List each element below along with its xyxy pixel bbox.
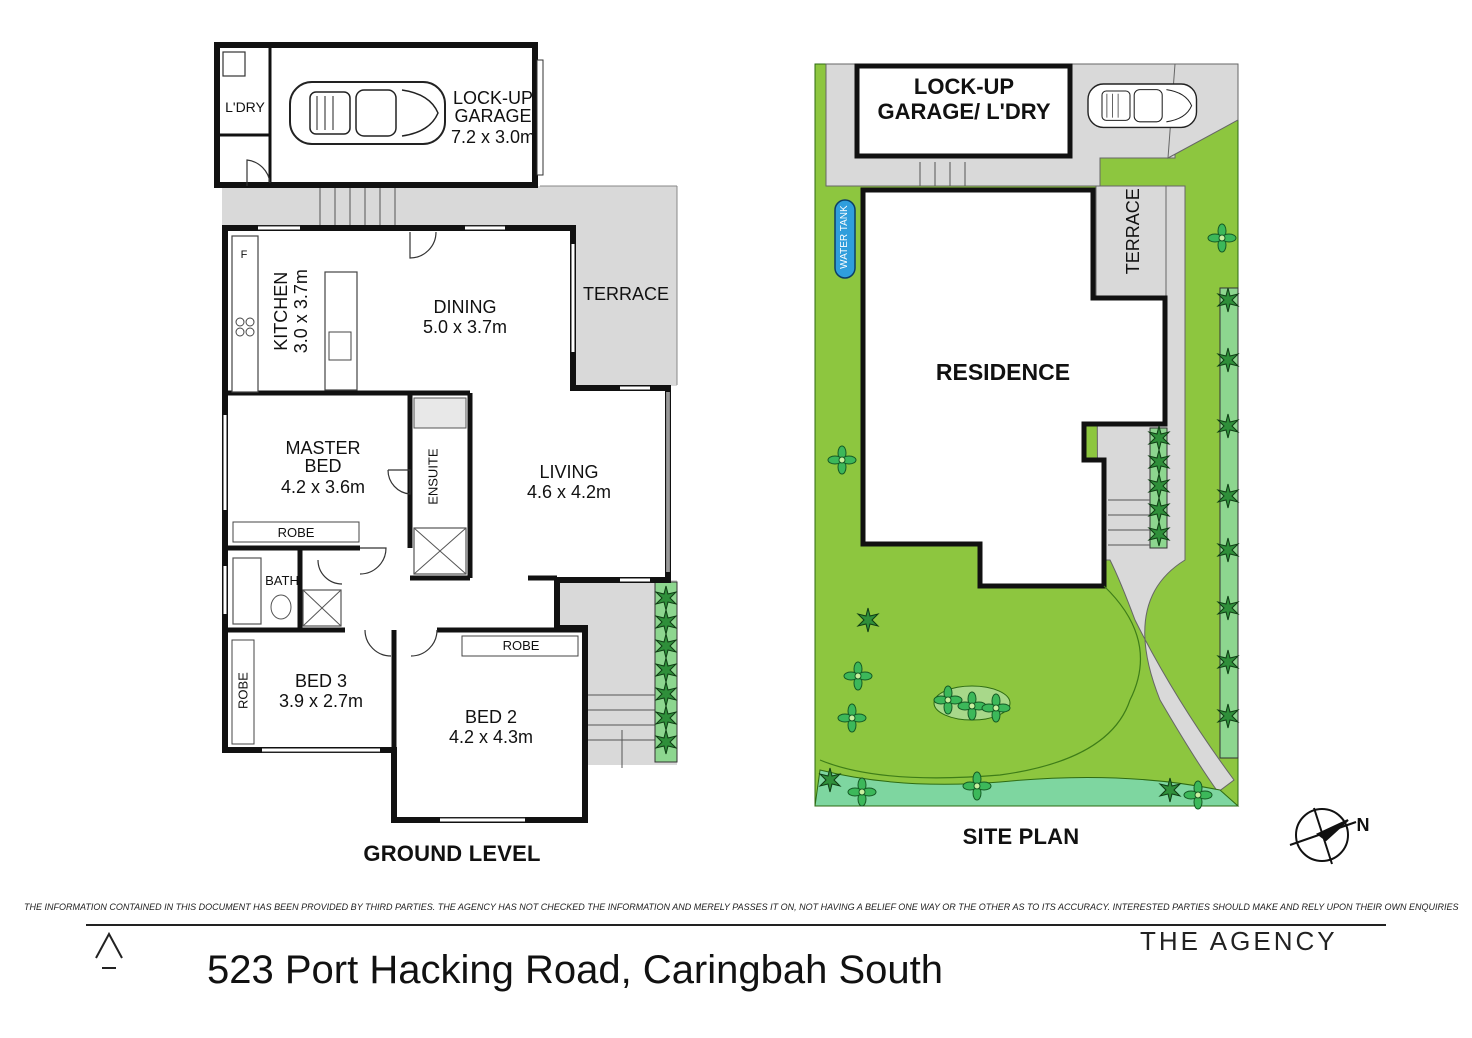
door-swings (246, 159, 438, 657)
north-label: N (1356, 815, 1370, 835)
terrace-area (573, 186, 677, 386)
site-plan-title: SITE PLAN (962, 824, 1080, 849)
bath-label: BATH (265, 573, 299, 588)
site-terrace-label: TERRACE (1122, 188, 1143, 275)
kitchen-name-label: KITCHEN (270, 271, 291, 351)
entry-stairs (587, 694, 655, 768)
property-address: 523 Port Hacking Road, Caringbah South (207, 948, 944, 992)
residence-label: RESIDENCE (935, 359, 1071, 385)
bed3-robe-label: ROBE (235, 672, 251, 710)
footer-divider (86, 924, 1386, 926)
living-size-label: 4.6 x 4.2m (526, 482, 612, 502)
garage-name-label: LOCK-UP GARAGE (452, 88, 533, 127)
water-tank-label: WATER TANK (838, 205, 850, 269)
deck-stairs (319, 188, 396, 226)
terrace-label: TERRACE (582, 284, 669, 304)
ensuite-label: ENSUITE (425, 448, 441, 505)
water-tank (834, 199, 856, 279)
ground-level-title: GROUND LEVEL (363, 841, 541, 866)
fridge-label: F (240, 249, 248, 261)
bed3-name-label: BED 3 (294, 671, 348, 691)
kitchen-size-label: 3.0 x 3.7m (290, 269, 311, 354)
site-garage-label: LOCK-UP GARAGE/ L'DRY (877, 74, 1051, 125)
dining-name-label: DINING (433, 297, 497, 317)
master-robe-label: ROBE (277, 525, 315, 540)
garage-size-label: 7.2 x 3.0m (450, 127, 536, 147)
bed2-size-label: 4.2 x 4.3m (448, 727, 534, 747)
agency-logo-icon (95, 931, 123, 969)
disclaimer-text: THE INFORMATION CONTAINED IN THIS DOCUME… (24, 902, 1459, 912)
living-name-label: LIVING (539, 462, 599, 482)
laundry-label: L'DRY (225, 99, 265, 115)
dining-size-label: 5.0 x 3.7m (422, 317, 508, 337)
master-bed-name-label: MASTER BED (285, 438, 361, 477)
bed2-name-label: BED 2 (464, 707, 518, 727)
bed2-robe-label: ROBE (502, 638, 540, 653)
north-arrow-icon (1289, 807, 1357, 865)
site-garage (854, 63, 1073, 159)
bed3-size-label: 3.9 x 2.7m (278, 691, 364, 711)
agency-wordmark: THE AGENCY (1140, 926, 1338, 956)
master-bed-size-label: 4.2 x 3.6m (280, 477, 366, 497)
site-residence (860, 187, 1168, 589)
